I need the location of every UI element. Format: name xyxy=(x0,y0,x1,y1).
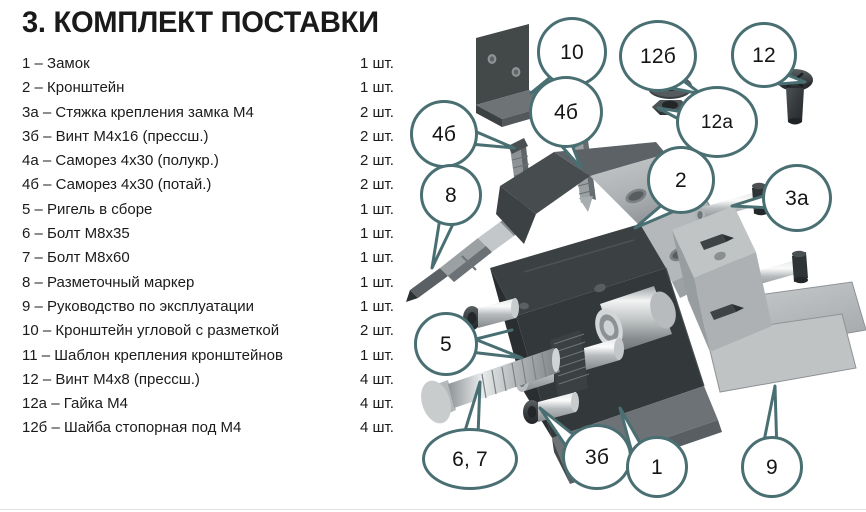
callout-5[interactable]: 5 xyxy=(414,312,524,380)
part-label: 2 – Кронштейн xyxy=(22,79,125,97)
exploded-assembly-diagram: 10 12б 12 12а xyxy=(404,0,866,512)
callout-8-bubble: 8 xyxy=(420,164,482,226)
callout-2[interactable]: 2 xyxy=(633,146,719,230)
screw-in-flange-upper xyxy=(700,234,734,250)
callout-3a-bubble: 3а xyxy=(762,164,832,232)
callout-12a[interactable]: 12а xyxy=(656,86,764,162)
callout-4b-left[interactable]: 4б xyxy=(410,100,516,172)
part-label: 12 – Винт М4х8 (прессш.) xyxy=(22,370,200,388)
part-label: 4а – Саморез 4х30 (полукр.) xyxy=(22,152,219,170)
callout-5-bubble: 5 xyxy=(414,312,478,376)
part-label: 12б – Шайба стопорная под М4 xyxy=(22,419,242,437)
callout-1-label: 1 xyxy=(651,455,663,479)
callout-12b-bubble: 12б xyxy=(619,20,697,92)
part-label: 11 – Шаблон крепления кронштейнов xyxy=(22,346,283,364)
part-row: 12б – Шайба стопорная под М4 4 шт. xyxy=(22,416,422,440)
part-label: 5 – Ригель в сборе xyxy=(22,200,153,218)
callout-10-label: 10 xyxy=(560,40,584,64)
part-label: 1 – Замок xyxy=(22,55,90,72)
part-label: 9 – Руководство по эксплуатации xyxy=(22,297,254,315)
callout-12b-label: 12б xyxy=(640,44,676,68)
callout-4b-left-label: 4б xyxy=(431,122,457,146)
part-label: 8 – Разметочный маркер xyxy=(22,273,195,291)
callout-4b-left-bubble: 4б xyxy=(410,100,478,168)
part-row: 4а – Саморез 4х30 (полукр.) 2 шт. xyxy=(22,149,422,173)
part-row: 10 – Кронштейн угловой с разметкой 2 шт. xyxy=(22,319,422,343)
callout-12-label: 12 xyxy=(752,43,776,67)
part-row: 12 – Винт М4х8 (прессш.) 4 шт. xyxy=(22,368,422,392)
part-row: 8 – Разметочный маркер 1 шт. xyxy=(22,271,422,295)
part-quantity: 1 шт. xyxy=(360,346,394,364)
callout-4b-right-bubble: 4б xyxy=(529,76,603,148)
callout-3a[interactable]: 3а xyxy=(730,164,838,236)
callout-9[interactable]: 9 xyxy=(741,384,807,502)
part-row: 2 – Кронштейн 1 шт. xyxy=(22,76,422,100)
part-quantity: 1 шт. xyxy=(360,273,394,291)
callout-2-label: 2 xyxy=(675,168,687,192)
part-row: 4б – Саморез 4х30 (потай.) 2 шт. xyxy=(22,173,422,197)
part-row: 7 – Болт М8х60 1 шт. xyxy=(22,246,422,270)
callout-1-bubble: 1 xyxy=(626,436,688,498)
screw-in-flange-lower xyxy=(710,304,744,320)
callout-8-label: 8 xyxy=(445,183,457,207)
part-row: 3а – Стяжка крепления замка М4 2 шт. xyxy=(22,101,422,125)
footer-divider xyxy=(0,509,866,510)
part-row: 11 – Шаблон крепления кронштейнов 1 шт. xyxy=(22,344,422,368)
callout-8[interactable]: 8 xyxy=(420,164,486,270)
callout-4b-right-label: 4б xyxy=(553,100,579,124)
callout-3a-label: 3а xyxy=(785,186,809,210)
part-3b-screw-lower xyxy=(523,392,579,424)
part-row: 1 – Замок 1 шт. xyxy=(22,52,422,76)
callout-4b-right[interactable]: 4б xyxy=(529,76,609,170)
callout-9-label: 9 xyxy=(766,455,778,479)
callout-3b[interactable]: 3б xyxy=(538,406,636,494)
callout-5-label: 5 xyxy=(440,332,452,356)
part-quantity: 1 шт. xyxy=(360,297,394,315)
callout-1[interactable]: 1 xyxy=(618,406,692,502)
callout-12a-bubble: 12а xyxy=(676,86,758,158)
part-2-bracket-flange xyxy=(672,206,772,352)
part-label: 3а – Стяжка крепления замка М4 xyxy=(22,103,254,121)
part-quantity: 1 шт. xyxy=(360,79,394,97)
part-quantity: 1 шт. xyxy=(360,55,394,72)
callout-12a-label: 12а xyxy=(700,111,734,133)
part-row: 5 – Ригель в сборе 1 шт. xyxy=(22,198,422,222)
part-quantity: 2 шт. xyxy=(360,322,394,340)
page-title: 3. КОМПЛЕКТ ПОСТАВКИ xyxy=(22,6,379,39)
callout-9-bubble: 9 xyxy=(741,436,803,498)
callout-6-7-bubble: 6, 7 xyxy=(422,428,518,490)
part-quantity: 1 шт. xyxy=(360,200,394,218)
part-label: 12а – Гайка М4 xyxy=(22,395,128,413)
part-row: 12а – Гайка М4 4 шт. xyxy=(22,392,422,416)
callout-10-bubble: 10 xyxy=(537,17,607,87)
parts-list: 1 – Замок 1 шт. 2 – Кронштейн 1 шт. 3а – Стя… xyxy=(22,52,422,441)
part-row: 3б – Винт М4х16 (прессш.) 2 шт. xyxy=(22,125,422,149)
part-row: 9 – Руководство по эксплуатации 1 шт. xyxy=(22,295,422,319)
part-quantity: 4 шт. xyxy=(360,370,394,388)
part-quantity: 2 шт. xyxy=(360,152,394,170)
part-row: 6 – Болт М8х35 1 шт. xyxy=(22,222,422,246)
part-quantity: 2 шт. xyxy=(360,127,394,145)
part-quantity: 1 шт. xyxy=(360,225,394,243)
part-label: 7 – Болт М8х60 xyxy=(22,249,130,267)
callout-3b-bubble: 3б xyxy=(562,424,632,490)
callout-12b[interactable]: 12б xyxy=(619,20,703,100)
part-label: 3б – Винт М4х16 (прессш.) xyxy=(22,127,209,145)
part-quantity: 2 шт. xyxy=(360,103,394,121)
part-quantity: 4 шт. xyxy=(360,395,394,413)
callout-2-bubble: 2 xyxy=(647,146,715,214)
part-label: 6 – Болт М8х35 xyxy=(22,225,130,243)
part-quantity: 4 шт. xyxy=(360,419,394,437)
callout-6-7[interactable]: 6, 7 xyxy=(422,380,522,494)
callout-6-7-label: 6, 7 xyxy=(452,447,488,471)
callout-3b-label: 3б xyxy=(584,445,610,469)
part-label: 10 – Кронштейн угловой с разметкой xyxy=(22,322,280,340)
callout-12-bubble: 12 xyxy=(731,22,797,88)
part-quantity: 2 шт. xyxy=(360,176,394,194)
part-quantity: 1 шт. xyxy=(360,249,394,267)
callout-12[interactable]: 12 xyxy=(731,22,807,94)
part-label: 4б – Саморез 4х30 (потай.) xyxy=(22,176,212,194)
